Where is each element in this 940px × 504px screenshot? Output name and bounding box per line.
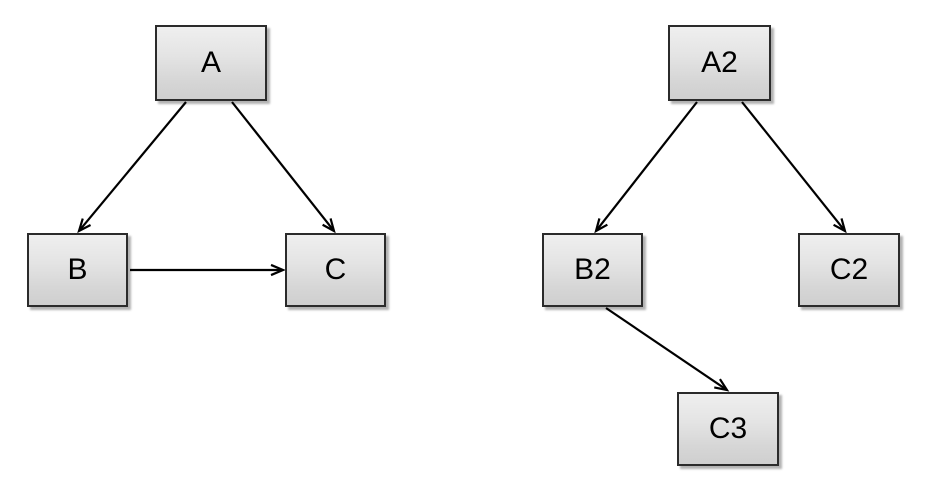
edge-line (596, 101, 698, 231)
edge-line (605, 307, 726, 390)
arrowhead-icon (270, 263, 286, 277)
arrowhead-icon (833, 218, 847, 234)
arrowhead-icon (594, 218, 608, 234)
edge-line (231, 101, 334, 231)
node-c2[interactable]: C2 (798, 233, 900, 307)
node-c-label: C (324, 253, 347, 286)
edge-line (741, 101, 845, 231)
node-a-label: A (200, 46, 221, 79)
node-c2-label: C2 (829, 253, 869, 286)
node-b2-label: B2 (574, 253, 611, 286)
edge-a-b (77, 101, 187, 234)
arrowhead-icon (714, 378, 730, 392)
edge-a-c (231, 101, 336, 234)
node-c3-label: C3 (708, 412, 748, 445)
node-b2[interactable]: B2 (542, 233, 643, 307)
node-b-label: B (67, 253, 88, 286)
arrowhead-icon (77, 218, 92, 234)
edge-line (79, 101, 187, 231)
node-a2[interactable]: A2 (668, 25, 771, 101)
edge-a2-b2 (594, 101, 698, 234)
node-c[interactable]: C (285, 233, 386, 307)
node-a[interactable]: A (155, 25, 267, 101)
node-b[interactable]: B (27, 233, 128, 307)
edge-b-c (130, 263, 286, 277)
edge-b2-c3 (605, 307, 730, 392)
node-c3[interactable]: C3 (677, 392, 779, 466)
edge-a2-c2 (741, 101, 847, 234)
node-a2-label: A2 (701, 46, 738, 79)
arrowhead-icon (322, 218, 336, 234)
